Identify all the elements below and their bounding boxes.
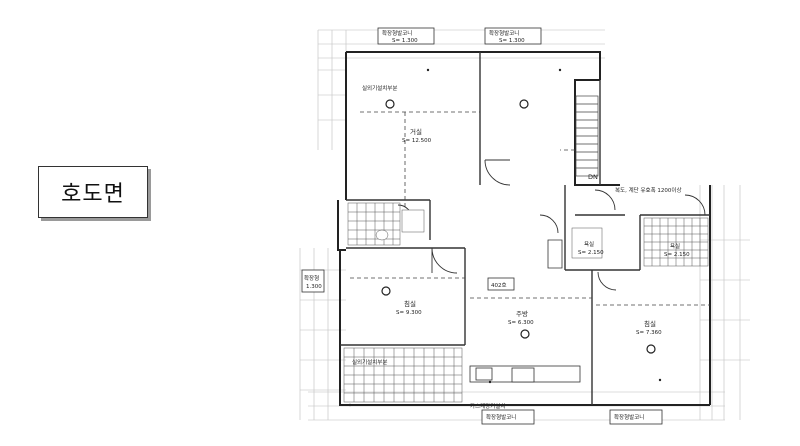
top-window-left-dim: S= 1.300 <box>392 38 418 44</box>
interior-walls <box>340 52 710 405</box>
door-swings <box>397 159 706 291</box>
corridor-note: 복도, 계단 유효폭 1200이상 <box>615 186 682 194</box>
kitchen-fixtures <box>469 239 581 383</box>
bottom-window-left-label: 확장형발코니 <box>486 413 516 421</box>
living-room-area: S= 12.500 <box>402 138 432 144</box>
unit-number-label: 402호 <box>491 282 507 289</box>
exterior-walls <box>337 51 711 406</box>
bath-right-label: 욕실 <box>670 242 680 250</box>
kitchen-area: S= 6.300 <box>508 320 534 326</box>
side-window-dim: 1.300 <box>306 284 322 290</box>
stair-dn-label: DN <box>588 173 598 181</box>
top-window-right-dim: S= 1.300 <box>499 38 525 44</box>
bottom-window-markers <box>481 409 663 425</box>
unit-number-box <box>487 277 515 291</box>
bath-left-area: S= 2.150 <box>578 250 604 256</box>
room-left-label: 침실 <box>404 299 416 308</box>
bath-tiles-right <box>571 217 709 267</box>
balcony-tiles <box>343 347 463 403</box>
top-window-left-label: 확장형발코니 <box>382 29 412 37</box>
room-left-area: S= 9.300 <box>396 310 422 316</box>
outdoor-unit-bottom: 실외기설치부분 <box>352 358 387 366</box>
bath-left-label: 욕실 <box>584 240 594 248</box>
plan-title: 호도면 <box>38 166 148 218</box>
outdoor-unit-label: 실외기설치부분 <box>362 84 397 92</box>
kitchen-label: 주방 <box>516 309 528 318</box>
staircase <box>575 95 599 177</box>
room-right-label: 침실 <box>644 319 656 328</box>
top-window-right-label: 확장형발코니 <box>489 29 519 37</box>
ceiling-lights <box>381 99 656 354</box>
room-right-area: S= 7.360 <box>636 330 662 336</box>
outlet-marks <box>348 68 662 407</box>
gas-meter-note: 가스계량기설치 <box>470 402 505 410</box>
side-window-label: 확장형 <box>304 274 319 282</box>
living-room-label: 거실 <box>410 127 422 136</box>
bath-tiles-left <box>347 202 425 246</box>
bottom-window-right-label: 확장형발코니 <box>614 413 644 421</box>
side-window-marker <box>301 269 325 293</box>
top-window-markers <box>377 27 542 45</box>
bath-right-area: S= 2.150 <box>664 252 690 258</box>
